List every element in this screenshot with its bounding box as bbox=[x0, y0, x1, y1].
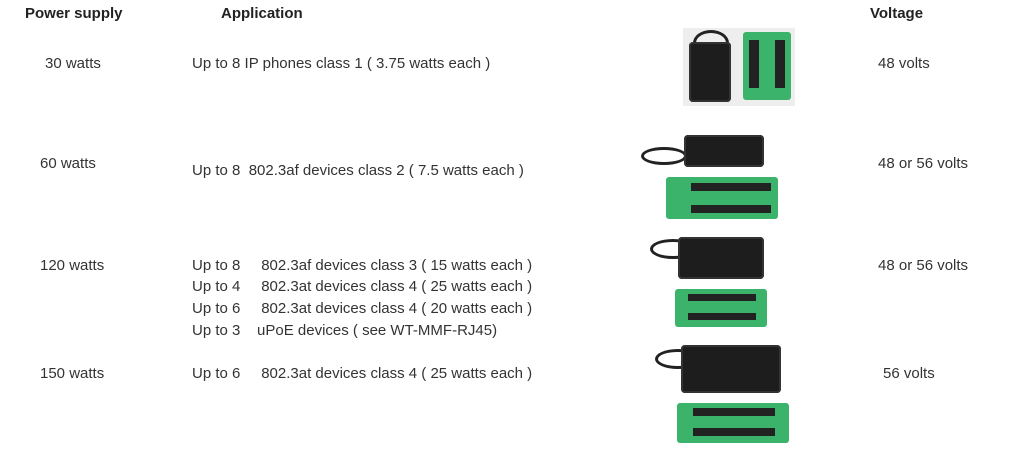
row2-application: Up to 8 802.3af devices class 2 ( 7.5 wa… bbox=[192, 162, 524, 179]
row2-power: 60 watts bbox=[40, 155, 96, 172]
header-application: Application bbox=[221, 5, 303, 22]
row1-power: 30 watts bbox=[45, 55, 101, 72]
product-image-150w bbox=[655, 345, 800, 445]
row1-application: Up to 8 IP phones class 1 ( 3.75 watts e… bbox=[192, 55, 491, 72]
row3-application-4: Up to 3 uPoE devices ( see WT-MMF-RJ45) bbox=[192, 322, 498, 339]
row3-application-2: Up to 4 802.3at devices class 4 ( 25 wat… bbox=[192, 278, 533, 295]
row3-voltage: 48 or 56 volts bbox=[878, 257, 969, 274]
row4-application: Up to 6 802.3at devices class 4 ( 25 wat… bbox=[192, 365, 533, 382]
row3-application-1: Up to 8 802.3af devices class 3 ( 15 wat… bbox=[192, 257, 533, 274]
row4-power: 150 watts bbox=[40, 365, 105, 382]
header-voltage: Voltage bbox=[870, 5, 924, 22]
row3-application-3: Up to 6 802.3at devices class 4 ( 20 wat… bbox=[192, 300, 533, 317]
header-power-supply: Power supply bbox=[25, 5, 123, 22]
row2-voltage: 48 or 56 volts bbox=[878, 155, 969, 172]
row3-power: 120 watts bbox=[40, 257, 105, 274]
product-image-60w bbox=[641, 133, 783, 223]
row4-voltage: 56 volts bbox=[883, 365, 935, 382]
product-image-30w bbox=[683, 28, 795, 106]
row1-voltage: 48 volts bbox=[878, 55, 930, 72]
product-image-120w bbox=[650, 235, 782, 331]
